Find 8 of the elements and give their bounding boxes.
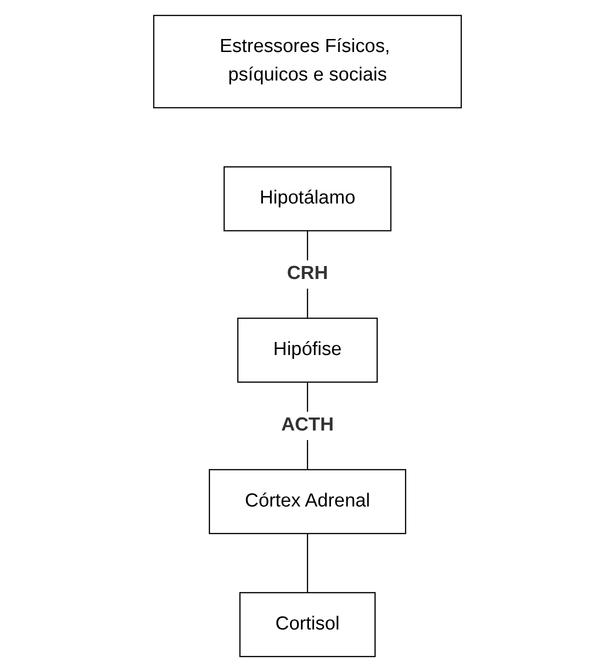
edge-label: ACTH (281, 414, 334, 435)
node-box: Estressores Físicos, psíquicos e sociais (153, 14, 462, 108)
node-box: Hipotálamo (224, 166, 392, 231)
node-box: Cortisol (239, 592, 376, 657)
connector (306, 533, 308, 592)
node-box: Hipófise (237, 317, 378, 382)
edge-label: CRH (286, 263, 328, 284)
node-box: Córtex Adrenal (208, 468, 406, 534)
